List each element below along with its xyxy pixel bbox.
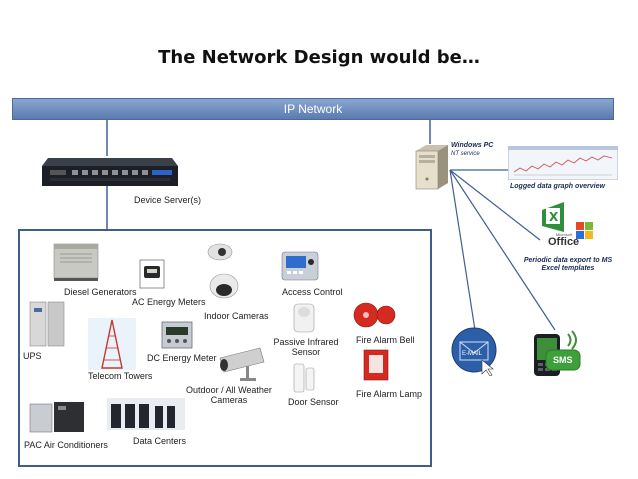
ups-icon [28, 300, 68, 348]
outdoor-cameras-label: Outdoor / All Weather Cameras [186, 385, 272, 405]
access-control-label: Access Control [282, 287, 343, 297]
device-server-icon [40, 152, 180, 190]
telecom-tower-icon [88, 318, 136, 370]
ups-label: UPS [23, 351, 42, 361]
indoor-camera-icon [204, 240, 242, 304]
access-control-icon [280, 250, 320, 282]
page-title: The Network Design would be… [158, 47, 480, 68]
email-label: E-MAIL [462, 351, 483, 357]
ip-network-bar: IP Network [12, 98, 614, 120]
ac-energy-meter-icon [138, 258, 166, 290]
fire-alarm-bell-icon [352, 300, 398, 330]
pir-sensor-icon [292, 302, 316, 334]
door-sensor-label: Door Sensor [288, 397, 339, 407]
device-group-box [18, 229, 432, 467]
pir-sensor-label: Passive Infrared Sensor [273, 337, 339, 357]
fire-alarm-bell-label: Fire Alarm Bell [356, 335, 415, 345]
indoor-cameras-label: Indoor Cameras [204, 311, 269, 321]
data-centers-label: Data Centers [133, 436, 187, 446]
office-name: Office [548, 236, 580, 248]
office-logo-icon: X [540, 200, 596, 252]
data-center-icon [107, 398, 185, 430]
fire-alarm-lamp-label: Fire Alarm Lamp [356, 389, 423, 399]
sms-phone-icon [528, 326, 584, 378]
fire-alarm-lamp-icon [362, 348, 390, 382]
dc-energy-meter-icon [160, 320, 194, 350]
diesel-generator-icon [52, 240, 100, 282]
office-small-text: Microsoft [556, 232, 573, 237]
windows-pc-title: Windows PC [451, 142, 494, 149]
ac-energy-meters-label: AC Energy Meters [132, 297, 206, 307]
pc-to-office-line [449, 169, 541, 241]
windows-pc-subtitle: NT service [451, 151, 480, 157]
graph-caption: Logged data graph overview [510, 183, 605, 190]
telecom-towers-label: Telecom Towers [88, 371, 153, 381]
graph-screenshot-icon [508, 146, 618, 180]
outdoor-camera-icon [216, 344, 268, 384]
pac-air-conditioner-icon [28, 400, 86, 434]
sms-label: SMS [553, 355, 573, 365]
pc-to-sms-line [449, 169, 556, 331]
email-icon [450, 326, 500, 376]
pc-to-email-line [449, 169, 476, 331]
windows-pc-icon [412, 143, 450, 191]
export-caption: Periodic data export to MS Excel templat… [523, 257, 613, 272]
device-server-label: Device Server(s) [134, 195, 202, 205]
diesel-generators-label: Diesel Generators [64, 287, 137, 297]
door-sensor-icon [292, 362, 316, 394]
pac-air-conditioners-label: PAC Air Conditioners [24, 440, 108, 450]
dc-energy-meter-label: DC Energy Meter [147, 353, 217, 363]
svg-text:X: X [549, 210, 559, 224]
